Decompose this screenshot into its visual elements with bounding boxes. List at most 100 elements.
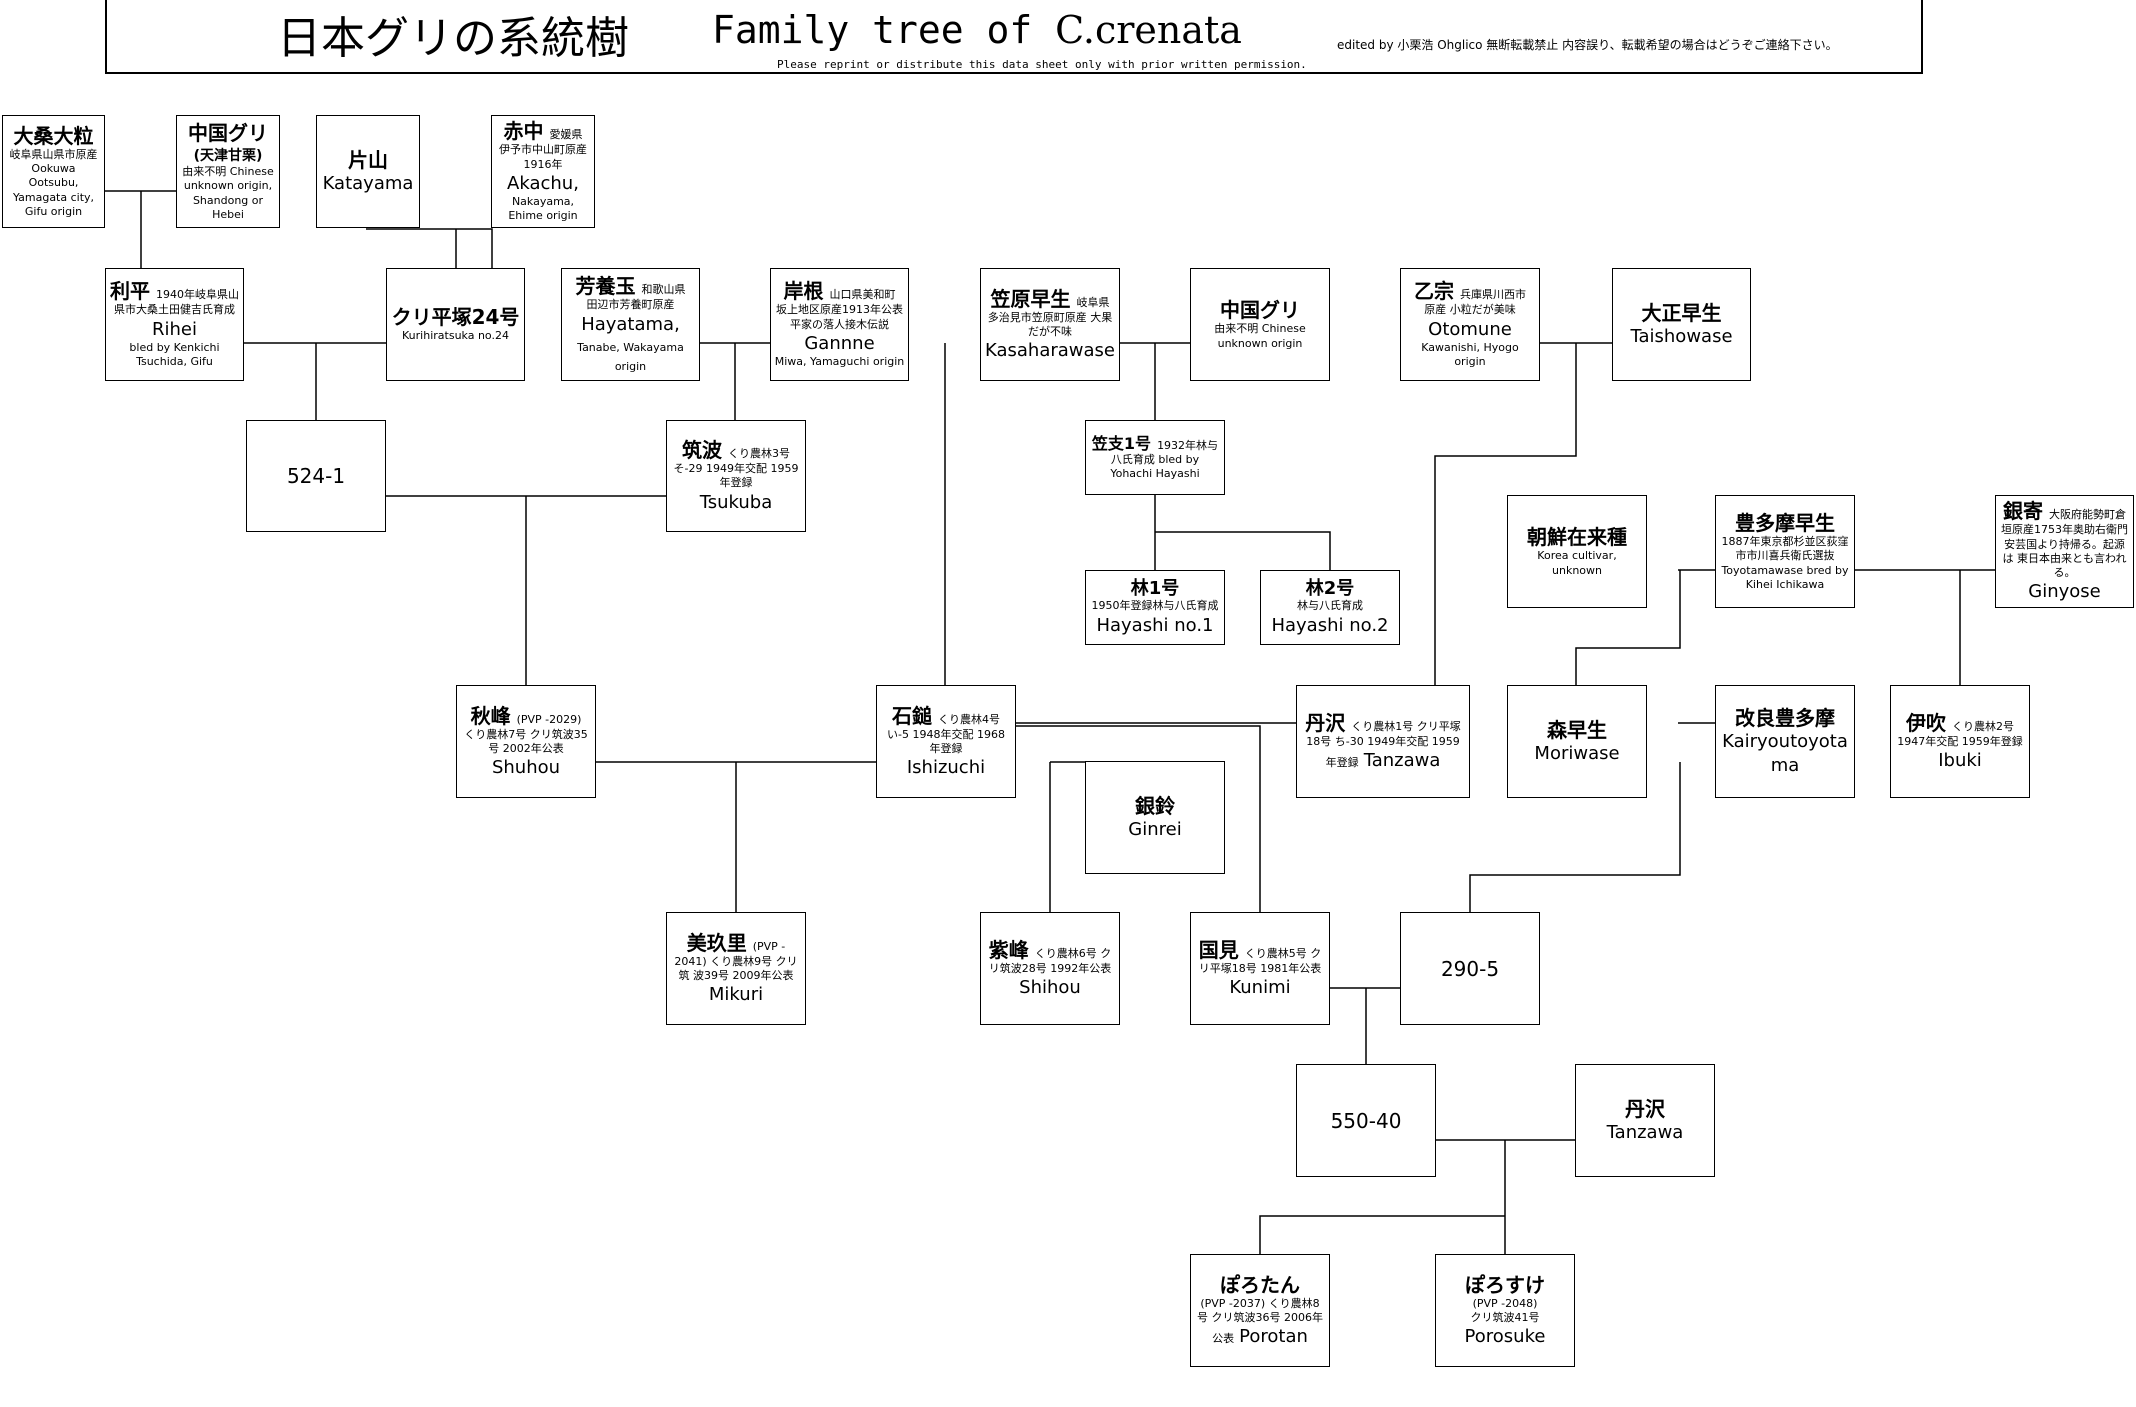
node-chugoku-guri-1[interactable]: 中国グリ (天津甘栗) 由来不明 Chinese unknown origin,… [176,115,280,228]
shihou-name: 紫峰 [988,937,1029,962]
node-taishowase[interactable]: 大正早生 Taishowase [1612,268,1751,381]
node-tsukuba[interactable]: 筑波くり農林3号 そ-29 1949年交配 1959 年登録 Tsukuba [666,420,806,532]
tsukuba-name: 筑波 [682,438,722,462]
porosuke-en: Porosuke [1464,1326,1546,1348]
ginyose-info: 垣原産1753年奥助右衛門 安芸国より持帰る。起源は 東日本由来とも言われる。 [2001,523,2128,580]
node-ibuki[interactable]: 伊吹くり農林2号 1947年交配 1959年登録 Ibuki [1890,685,2030,798]
node-ootsubu[interactable]: 大桑大粒 岐阜県山県市原産 Ookuwa Ootsubu, Yamagata c… [2,115,105,228]
node-otomune[interactable]: 乙宗兵庫県川西市 原産 小粒だが美味 Otomune Kawanishi, Hy… [1400,268,1540,381]
node-porotan[interactable]: ぽろたん (PVP -2037) くり農林8 号 クリ筑波36号 2006年 公… [1190,1254,1330,1367]
tanzawa1-en: Tanzawa [1363,749,1441,771]
porotan-en: Porotan [1239,1326,1308,1348]
node-kasaharawase[interactable]: 笠原早生岐阜県 多治見市笠原町原産 大果だが不味 Kasaharawase [980,268,1120,381]
node-moriwase[interactable]: 森早生 Moriwase [1507,685,1647,798]
node-chugoku-guri-2[interactable]: 中国グリ 由来不明 Chinese unknown origin [1190,268,1330,381]
rihei-note: 1940年岐阜県山 [156,288,239,302]
ootsubu-info: 岐阜県山県市原産 Ookuwa Ootsubu, Yamagata city, … [9,147,98,218]
shihou-note: くり農林6号 ク [1034,946,1112,960]
tanzawa1-note: くり農林1号 クリ平塚 [1351,719,1461,733]
moriwase-en: Moriwase [1534,742,1620,764]
kurihiratsuka-name: クリ平塚24号 [391,305,520,330]
node-tanzawa-2[interactable]: 丹沢 Tanzawa [1575,1064,1715,1177]
kunimi-en: Kunimi [1229,976,1291,998]
hayatama-note: 和歌山県 [641,283,686,297]
shuhou-info: くり農林7号 クリ筑波35号 2002年公表 [464,727,588,755]
node-550-40[interactable]: 550-40 [1296,1064,1436,1177]
tsukuba-note: くり農林3号 [728,447,790,460]
porotan-name: ぽろたん [1220,1272,1300,1297]
kunimi-info: リ平塚18号 1981年公表 [1198,961,1322,975]
chugoku2-info: 由来不明 Chinese unknown origin [1214,322,1306,350]
node-ishizuchi[interactable]: 石鎚くり農林4号 い-5 1948年交配 1968 年登録 Ishizuchi [876,685,1016,798]
node-ginrei[interactable]: 銀鈴 Ginrei [1085,761,1225,874]
tanzawa2-name: 丹沢 [1625,1096,1665,1121]
hayashi2-name: 林2号 [1305,577,1355,599]
node-ganne[interactable]: 岸根山口県美和町 坂上地区原産1913年公表 平家の落人接木伝説 Gannne … [770,268,909,381]
otomune-info: 原産 小粒だが美味 [1424,303,1516,317]
node-shuhou[interactable]: 秋峰(PVP -2029) くり農林7号 クリ筑波35号 2002年公表 Shu… [456,685,596,798]
node-porosuke[interactable]: ぽろすけ (PVP -2048) クリ筑波41号 Porosuke [1435,1254,1575,1367]
node-chosen-zairai[interactable]: 朝鮮在来種 Korea cultivar, unknown [1507,495,1647,608]
ibuki-en: Ibuki [1938,749,1982,771]
ishizuchi-en: Ishizuchi [906,757,986,779]
shuhou-name: 秋峰 [470,703,511,728]
node-ginyose[interactable]: 銀寄大阪府能勢町倉 垣原産1753年奥助右衛門 安芸国より持帰る。起源は 東日本… [1995,495,2134,608]
porotan-info-tail: 公表 [1212,1332,1235,1346]
node-kunimi[interactable]: 国見くり農林5号 ク リ平塚18号 1981年公表 Kunimi [1190,912,1330,1025]
hayashi1-en: Hayashi no.1 [1096,614,1214,636]
rihei-name: 利平 [110,279,150,304]
connector-kunimi-290-550 [1330,987,1400,1064]
connector-kasashi-hayashi [1154,495,1331,570]
toyotama-info: 1887年東京都杉並区荻窪 市市川喜兵衛氏選抜 Toyotamawase bre… [1721,534,1849,591]
node-katayama[interactable]: 片山 Katayama [316,115,420,228]
porotan-info: (PVP -2037) くり農林8 号 クリ筑波36号 2006年 [1197,1296,1323,1324]
node-shihou[interactable]: 紫峰くり農林6号 ク リ筑波28号 1992年公表 Shihou [980,912,1120,1025]
otomune-name: 乙宗 [1414,279,1454,304]
node-kasashi[interactable]: 笠支1号 1932年林与 八氏育成 bled by Yohachi Hayashi [1085,420,1225,495]
tanzawa2-en: Tanzawa [1606,1121,1684,1143]
chugoku1-name: 中国グリ [188,120,268,145]
kasahara-en: Kasaharawase [985,340,1115,362]
node-akachu[interactable]: 赤中愛媛県 伊予市中山町原産 1916年 Akachu, Nakayama, E… [491,115,595,228]
kasahara-info: 多治見市笠原町原産 大果だが不味 [987,310,1113,338]
hayashi1-info: 1950年登録林与八氏育成 [1091,599,1219,613]
rihei-info: 県市大桑土田健吉氏育成 [114,303,235,317]
kairyo-name: 改良豊多摩 [1735,706,1835,731]
node-hayatama[interactable]: 芳養玉和歌山県 田辺市芳養町原産 Hayatama, Tanabe, Wakay… [561,268,700,381]
akachu-info: 伊予市中山町原産 1916年 [499,143,587,171]
kasashi-note: 1932年林与 [1157,438,1219,452]
hayatama-name: 芳養玉 [575,274,636,299]
kunimi-note: くり農林5号 ク [1244,946,1322,960]
node-524-1[interactable]: 524-1 [246,420,386,532]
node-kurihiratsuka[interactable]: クリ平塚24号 Kurihiratsuka no.24 [386,268,525,381]
connector-kasahara-chugoku-kasashi [1120,342,1190,420]
kasashi-info: 八氏育成 bled by Yohachi Hayashi [1110,452,1200,481]
node-hayashi-1[interactable]: 林1号 1950年登録林与八氏育成 Hayashi no.1 [1085,570,1225,645]
connector-ootsubu-chugoku-rihei [105,190,176,268]
connector-katayama-akachu-kurihiratsuka [366,228,493,268]
title-english-prefix: Family tree of [712,8,1056,52]
connector-524-tsukuba-shuhou [351,495,666,685]
hayashi1-name: 林1号 [1130,577,1180,599]
node-290-5[interactable]: 290-5 [1400,912,1540,1025]
connector-moriwase-kairyo-290 [1469,722,1715,912]
kasashi-name: 笠支1号 [1091,433,1152,453]
shihou-en: Shihou [1019,976,1081,998]
title-english: Family tree of C.crenata [712,8,1242,52]
shihou-info: リ筑波28号 1992年公表 [988,961,1112,975]
rihei-en: Rihei [152,318,197,340]
ginrei-name: 銀鈴 [1135,793,1175,818]
ganne-en: Gannne [804,332,875,354]
akachu-info2: Nakayama, Ehime origin [508,195,578,223]
node-hayashi-2[interactable]: 林2号 林与八氏育成 Hayashi no.2 [1260,570,1400,645]
node-mikuri[interactable]: 美玖里(PVP - 2041) くり農林9号 クリ筑 波39号 2009年公表 … [666,912,806,1025]
node-kairyou-toyotama[interactable]: 改良豊多摩 Kairyoutoyotama [1715,685,1855,798]
node-toyotamawase[interactable]: 豊多摩早生 1887年東京都杉並区荻窪 市市川喜兵衛氏選抜 Toyotamawa… [1715,495,1855,608]
ginyose-note: 大阪府能勢町倉 [2049,508,2126,522]
hayatama-en: Hayatama, [581,313,680,335]
shuhou-note: (PVP -2029) [516,712,582,726]
ganne-note: 山口県美和町 [829,288,896,302]
node-tanzawa-1[interactable]: 丹沢くり農林1号 クリ平塚 18号 ち-30 1949年交配 1959 年登録 … [1296,685,1470,798]
